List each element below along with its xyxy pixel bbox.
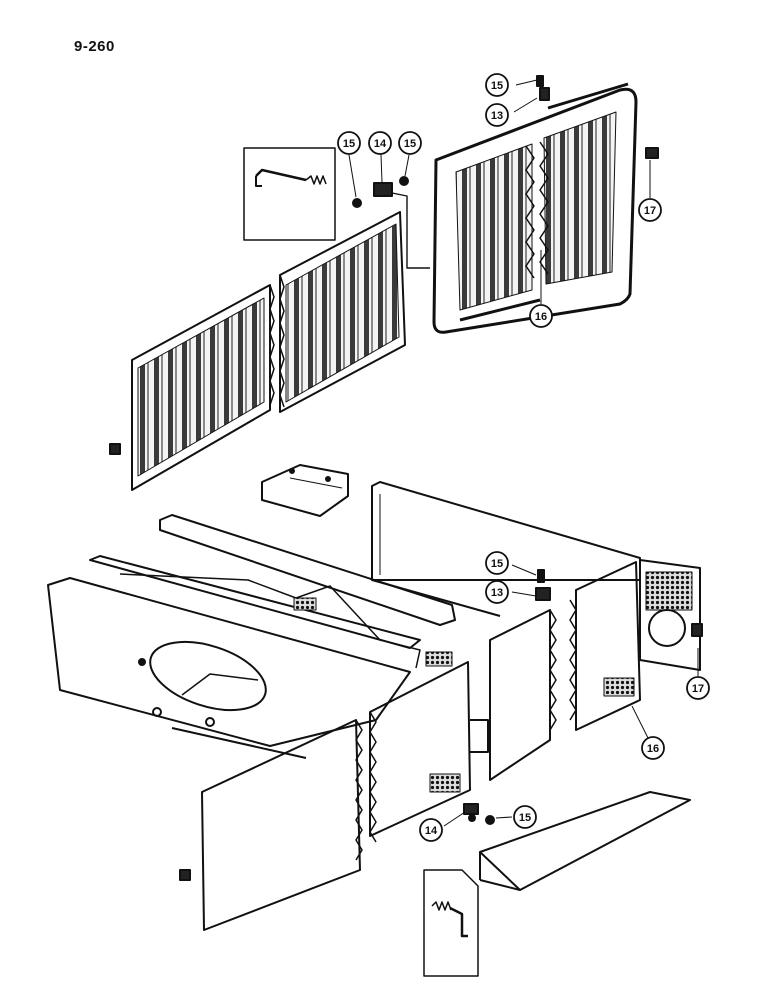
callout-15-door-top: 15	[485, 73, 509, 97]
latch-bracket-top	[348, 154, 430, 269]
callout-15-lower-right: 15	[513, 805, 537, 829]
svg-text:14: 14	[425, 825, 438, 837]
callout-16-lower: 16	[641, 736, 665, 760]
svg-text:15: 15	[404, 138, 416, 150]
svg-text:15: 15	[343, 138, 355, 150]
svg-text:17: 17	[692, 683, 704, 695]
svg-text:13: 13	[491, 110, 503, 122]
bottom-shelf	[479, 791, 691, 891]
svg-text:17: 17	[644, 205, 656, 217]
callout-13-door-top: 13	[485, 103, 509, 127]
svg-text:15: 15	[491, 558, 503, 570]
svg-text:13: 13	[491, 587, 503, 599]
frame-rails	[89, 514, 456, 669]
rear-screen-door-frame	[432, 75, 659, 334]
right-side-door-lower	[470, 559, 703, 781]
callout-17-lower: 17	[686, 676, 710, 700]
callout-15-right-top: 15	[398, 131, 422, 155]
left-side-screen-panel	[109, 211, 406, 491]
svg-text:16: 16	[535, 311, 547, 323]
svg-text:14: 14	[374, 138, 387, 150]
callout-16-top: 16	[529, 304, 553, 328]
svg-text:15: 15	[519, 812, 531, 824]
callout-14-top: 14	[368, 131, 392, 155]
inset-latch-detail-bottom	[423, 869, 479, 977]
svg-text:15: 15	[491, 80, 503, 92]
callout-17-top: 17	[638, 198, 662, 222]
callout-15-left-top: 15	[337, 131, 361, 155]
front-lower-panel	[179, 661, 513, 931]
svg-text:16: 16	[647, 743, 659, 755]
callout-14-lower: 14	[419, 818, 443, 842]
inset-latch-detail-top	[243, 147, 336, 241]
callout-13-lower: 13	[485, 580, 509, 604]
center-bracket	[261, 464, 349, 517]
callout-15-lower: 15	[485, 551, 509, 575]
page-number: 9-260	[74, 38, 115, 55]
